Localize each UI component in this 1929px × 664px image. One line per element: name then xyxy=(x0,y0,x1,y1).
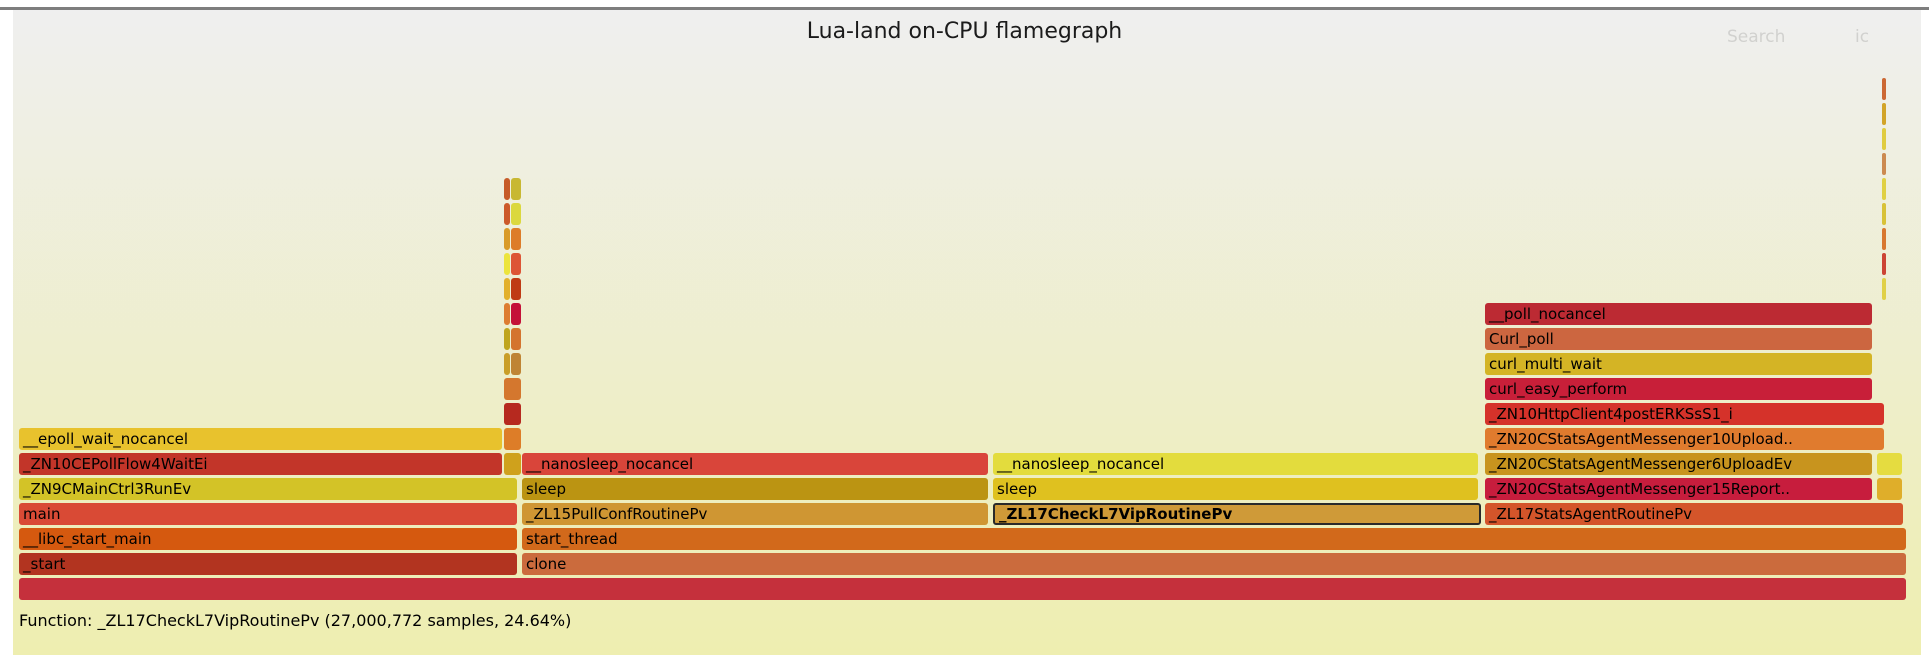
frame-_ZN20CStatsAgentMessenger10Upload..[interactable]: _ZN20CStatsAgentMessenger10Upload.. xyxy=(1485,428,1884,450)
frame[interactable] xyxy=(1877,453,1902,475)
frame-sleep[interactable]: sleep xyxy=(993,478,1478,500)
frame-sleep[interactable]: sleep xyxy=(522,478,988,500)
frame-start_thread[interactable]: start_thread xyxy=(522,528,1906,550)
frame[interactable] xyxy=(1882,228,1886,250)
frame-_ZL15PullConfRoutinePv[interactable]: _ZL15PullConfRoutinePv xyxy=(522,503,988,525)
frame-__nanosleep_nocancel[interactable]: __nanosleep_nocancel xyxy=(522,453,988,475)
frame[interactable] xyxy=(1882,128,1886,150)
frame[interactable] xyxy=(504,403,521,425)
frame[interactable] xyxy=(504,303,510,325)
frame-_ZL17StatsAgentRoutinePv[interactable]: _ZL17StatsAgentRoutinePv xyxy=(1485,503,1903,525)
frame[interactable] xyxy=(1882,178,1886,200)
search-button[interactable]: Search xyxy=(1727,27,1786,47)
frame[interactable] xyxy=(511,328,521,350)
frame[interactable] xyxy=(504,328,510,350)
frame-_ZN20CStatsAgentMessenger6UploadEv[interactable]: _ZN20CStatsAgentMessenger6UploadEv xyxy=(1485,453,1872,475)
frame[interactable] xyxy=(504,203,510,225)
frame-_ZN9CMainCtrl3RunEv[interactable]: _ZN9CMainCtrl3RunEv xyxy=(19,478,517,500)
frame[interactable] xyxy=(504,453,521,475)
frame-_ZN10HttpClient4postERKSsS1_i[interactable]: _ZN10HttpClient4postERKSsS1_i xyxy=(1485,403,1884,425)
top-divider xyxy=(0,7,1929,10)
frame[interactable] xyxy=(504,228,510,250)
frame[interactable] xyxy=(504,428,521,450)
frame[interactable] xyxy=(1877,478,1902,500)
frame-_ZL17CheckL7VipRoutinePv[interactable]: _ZL17CheckL7VipRoutinePv xyxy=(993,503,1481,525)
frame[interactable] xyxy=(504,378,521,400)
frame[interactable] xyxy=(1882,278,1886,300)
frame[interactable] xyxy=(511,228,521,250)
frame[interactable] xyxy=(504,278,510,300)
frame[interactable] xyxy=(504,178,510,200)
frame[interactable] xyxy=(1882,253,1886,275)
frame-curl_multi_wait[interactable]: curl_multi_wait xyxy=(1485,353,1872,375)
frame-__poll_nocancel[interactable]: __poll_nocancel xyxy=(1485,303,1872,325)
frame[interactable] xyxy=(1882,103,1886,125)
frame-__epoll_wait_nocancel[interactable]: __epoll_wait_nocancel xyxy=(19,428,502,450)
frame[interactable] xyxy=(504,253,510,275)
frame[interactable] xyxy=(511,203,521,225)
frame[interactable] xyxy=(1882,203,1886,225)
frame[interactable] xyxy=(511,303,521,325)
frame-_ZN20CStatsAgentMessenger15Report..[interactable]: _ZN20CStatsAgentMessenger15Report.. xyxy=(1485,478,1872,500)
frame[interactable] xyxy=(511,353,521,375)
frame-clone[interactable]: clone xyxy=(522,553,1906,575)
status-bar: Function: _ZL17CheckL7VipRoutinePv (27,0… xyxy=(19,611,572,630)
frame[interactable] xyxy=(19,578,1906,600)
frame-_start[interactable]: _start xyxy=(19,553,517,575)
frame-_ZN10CEPollFlow4WaitEi[interactable]: _ZN10CEPollFlow4WaitEi xyxy=(19,453,502,475)
corner-text: ic xyxy=(1855,27,1870,47)
frame-__libc_start_main[interactable]: __libc_start_main xyxy=(19,528,517,550)
frame[interactable] xyxy=(511,253,521,275)
page-title: Lua-land on-CPU flamegraph xyxy=(806,19,1123,44)
frame-__nanosleep_nocancel[interactable]: __nanosleep_nocancel xyxy=(993,453,1478,475)
frame-curl_easy_perform[interactable]: curl_easy_perform xyxy=(1485,378,1872,400)
frame[interactable] xyxy=(1882,153,1886,175)
frame-Curl_poll[interactable]: Curl_poll xyxy=(1485,328,1872,350)
frame-main[interactable]: main xyxy=(19,503,517,525)
frame[interactable] xyxy=(511,178,521,200)
frame[interactable] xyxy=(504,353,510,375)
frame[interactable] xyxy=(1882,78,1886,100)
frame[interactable] xyxy=(511,278,521,300)
